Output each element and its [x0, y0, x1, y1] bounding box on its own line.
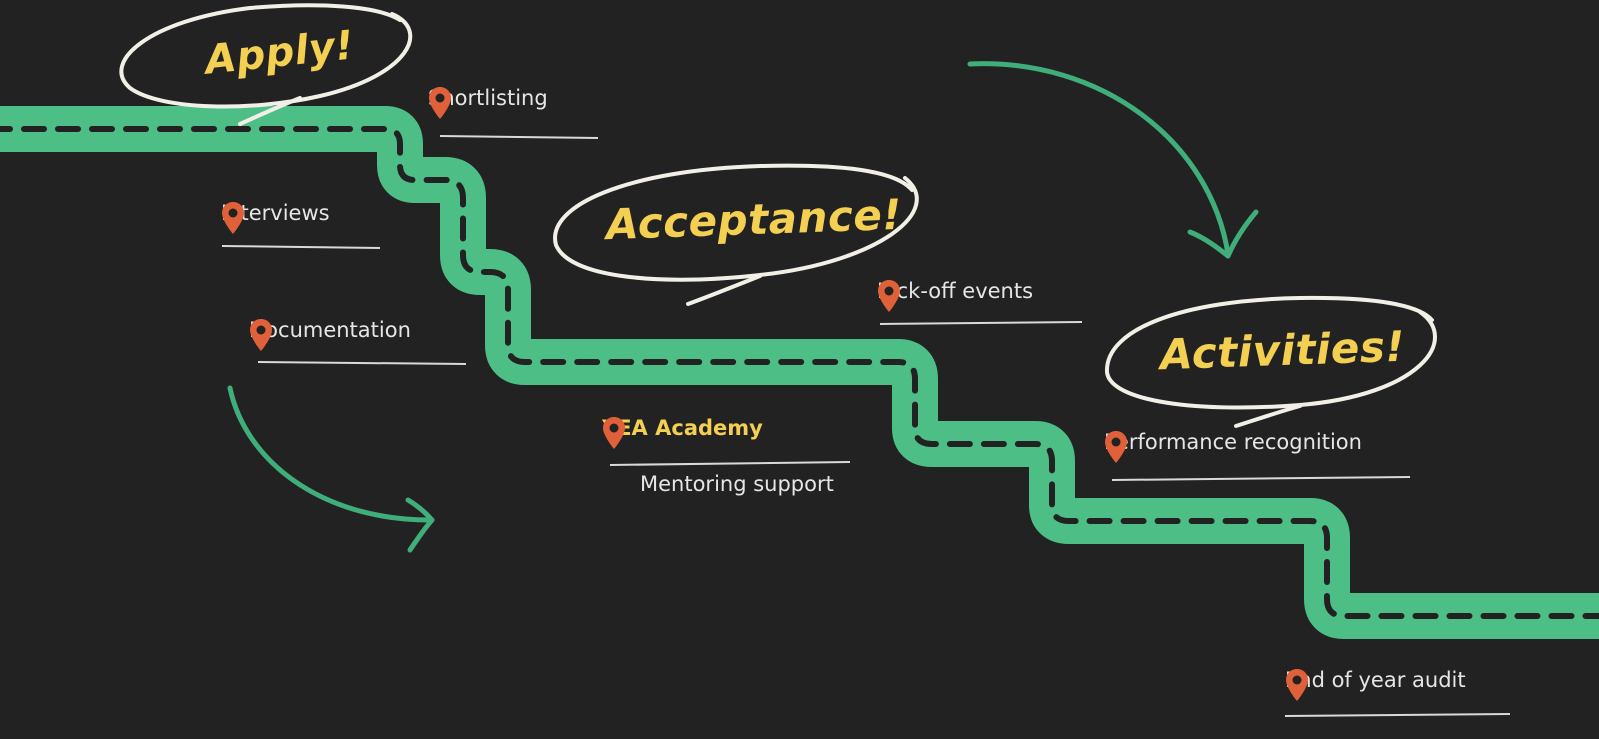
performance-underline	[1111, 476, 1411, 481]
milestone-sublabel: Mentoring support	[640, 472, 834, 496]
top-right-arrow	[967, 61, 1259, 259]
stage-title-activities: Activities!	[1159, 321, 1406, 380]
yea-academy-underline	[609, 461, 851, 466]
audit-underline	[1284, 713, 1511, 717]
location-pin-icon	[250, 319, 272, 351]
location-pin-icon	[1286, 669, 1308, 701]
milestone-label: Documentation	[249, 318, 411, 342]
milestone-label: Performance recognition	[1104, 430, 1362, 454]
activities-ellipse	[1104, 295, 1437, 428]
location-pin-icon	[1105, 431, 1127, 463]
milestone-label: End of year audit	[1285, 668, 1466, 692]
location-pin-icon	[429, 87, 451, 119]
location-pin-icon	[222, 202, 244, 234]
milestone-yea-academy: YEA Academy	[602, 416, 763, 449]
apply-ellipse	[119, 3, 413, 126]
documentation-underline	[257, 361, 467, 365]
road-center-dashes	[0, 126, 1599, 619]
milestone-label: YEA Academy	[602, 416, 763, 440]
milestone-interviews: Interviews	[221, 201, 330, 234]
milestone-performance-recognition: Performance recognition	[1104, 430, 1362, 463]
milestone-shortlisting: Shortlisting	[428, 86, 548, 119]
milestone-kick-off-events: Kick-off events	[877, 279, 1034, 312]
location-pin-icon	[878, 280, 900, 312]
stage-title-acceptance: Acceptance!	[605, 189, 903, 250]
acceptance-ellipse	[553, 163, 919, 306]
location-pin-icon	[603, 417, 625, 449]
milestone-end-of-year-audit: End of year audit	[1285, 668, 1466, 701]
shortlisting-underline	[439, 135, 599, 139]
kick-off-underline	[879, 321, 1083, 325]
interviews-underline	[221, 245, 381, 249]
milestone-documentation: Documentation	[249, 318, 411, 351]
milestone-label: Kick-off events	[877, 279, 1034, 303]
left-arrow	[227, 385, 435, 553]
